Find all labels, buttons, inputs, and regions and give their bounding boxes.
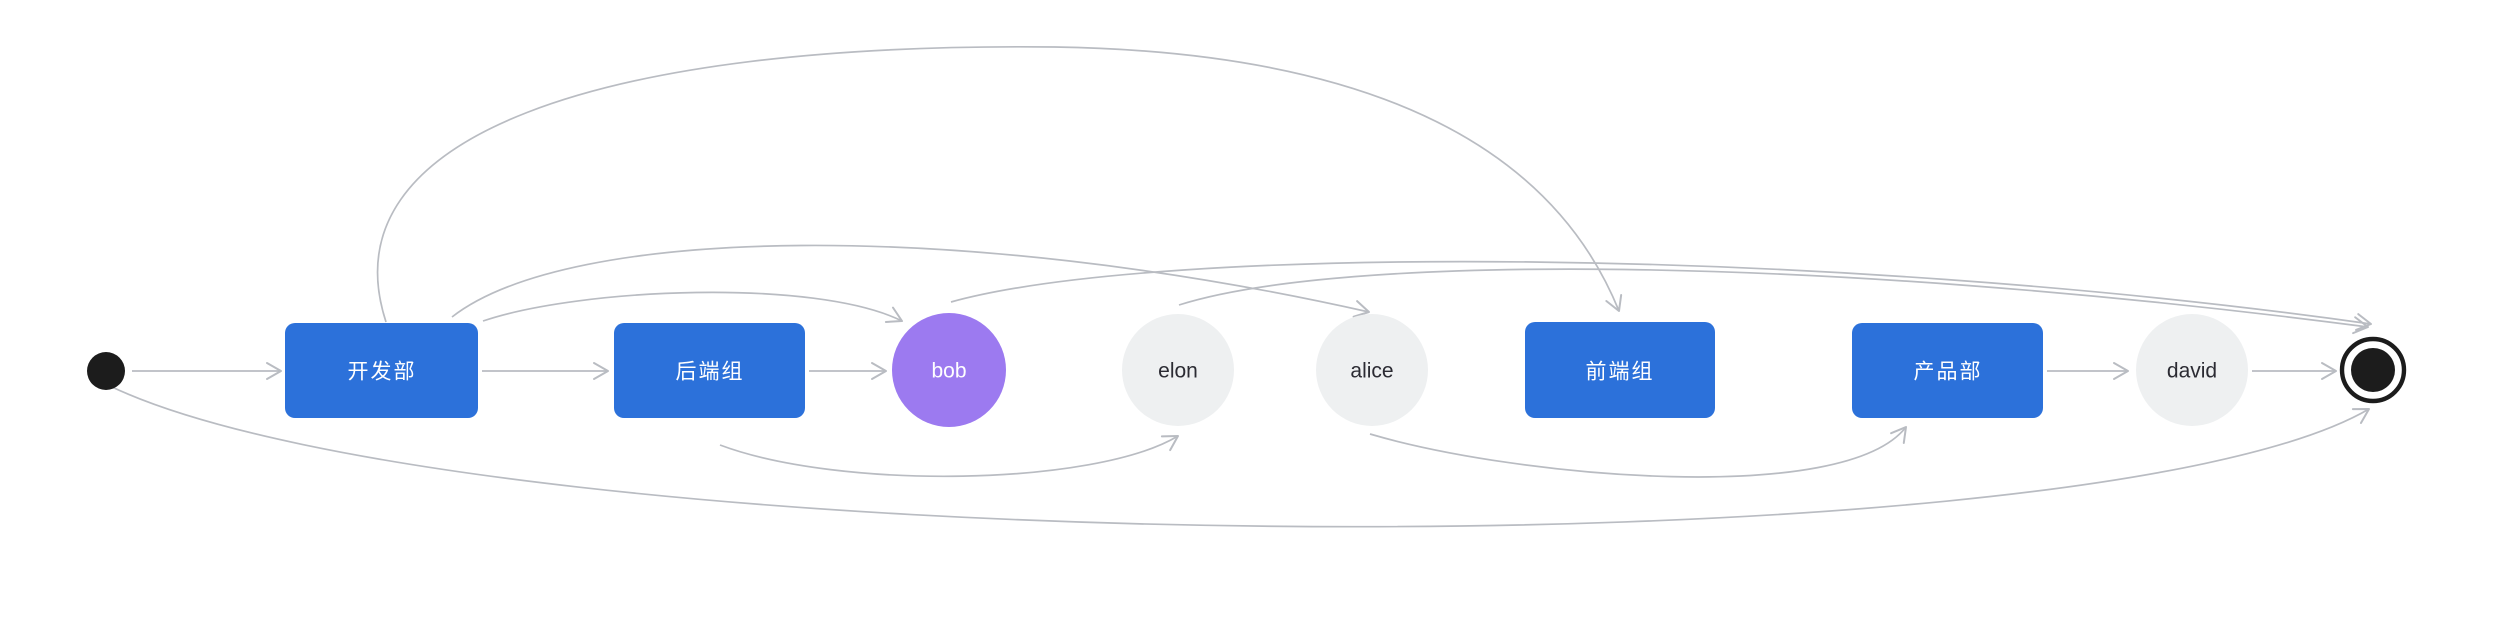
node-product-department[interactable]: 产品部 bbox=[1852, 323, 2043, 418]
product-rect bbox=[1852, 323, 2043, 418]
edge-dev-to-bob[interactable] bbox=[482, 291, 903, 323]
end-inner-disc bbox=[2351, 348, 2395, 392]
edge-dev-to-alice[interactable] bbox=[451, 244, 1370, 318]
dev-label: 开发部 bbox=[348, 361, 417, 384]
backend-rect bbox=[614, 323, 805, 418]
dev-rect bbox=[285, 323, 478, 418]
node-backend-department[interactable]: 后端组 bbox=[614, 323, 805, 418]
bob-label: bob bbox=[931, 360, 966, 383]
node-frontend-department[interactable]: 前端组 bbox=[1525, 322, 1715, 418]
edge-backend-to-elon[interactable] bbox=[719, 435, 1179, 478]
node-start-terminal[interactable] bbox=[87, 352, 125, 390]
david-label: david bbox=[2167, 360, 2217, 383]
edge-dev-to-frontend[interactable] bbox=[376, 45, 1623, 323]
node-layer: 开发部 后端组 bob elon alice 前端组 产品部 d bbox=[87, 313, 2407, 427]
frontend-rect bbox=[1525, 322, 1715, 418]
edge-alice-to-product[interactable] bbox=[1369, 426, 1907, 478]
edge-start-to-end[interactable] bbox=[111, 386, 2370, 528]
elon-label: elon bbox=[1158, 360, 1198, 383]
edge-layer bbox=[111, 45, 2372, 528]
node-member-david[interactable]: david bbox=[2136, 314, 2248, 426]
david-circle bbox=[2136, 314, 2248, 426]
frontend-label: 前端组 bbox=[1586, 361, 1655, 384]
node-dev-department[interactable]: 开发部 bbox=[285, 323, 478, 418]
elon-circle bbox=[1122, 314, 1234, 426]
edge-elon-to-end[interactable] bbox=[1178, 268, 2369, 335]
end-outer-ring bbox=[2339, 336, 2407, 404]
node-member-elon[interactable]: elon bbox=[1122, 314, 1234, 426]
alice-circle bbox=[1316, 314, 1428, 426]
node-member-bob[interactable]: bob bbox=[892, 313, 1006, 427]
backend-label: 后端组 bbox=[676, 361, 745, 384]
bob-circle bbox=[892, 313, 1006, 427]
start-circle bbox=[87, 352, 125, 390]
alice-label: alice bbox=[1350, 360, 1393, 383]
edge-bob-to-end[interactable] bbox=[950, 260, 2372, 331]
node-member-alice[interactable]: alice bbox=[1316, 314, 1428, 426]
node-end-terminal[interactable] bbox=[2339, 336, 2407, 404]
product-label: 产品部 bbox=[1914, 361, 1983, 384]
